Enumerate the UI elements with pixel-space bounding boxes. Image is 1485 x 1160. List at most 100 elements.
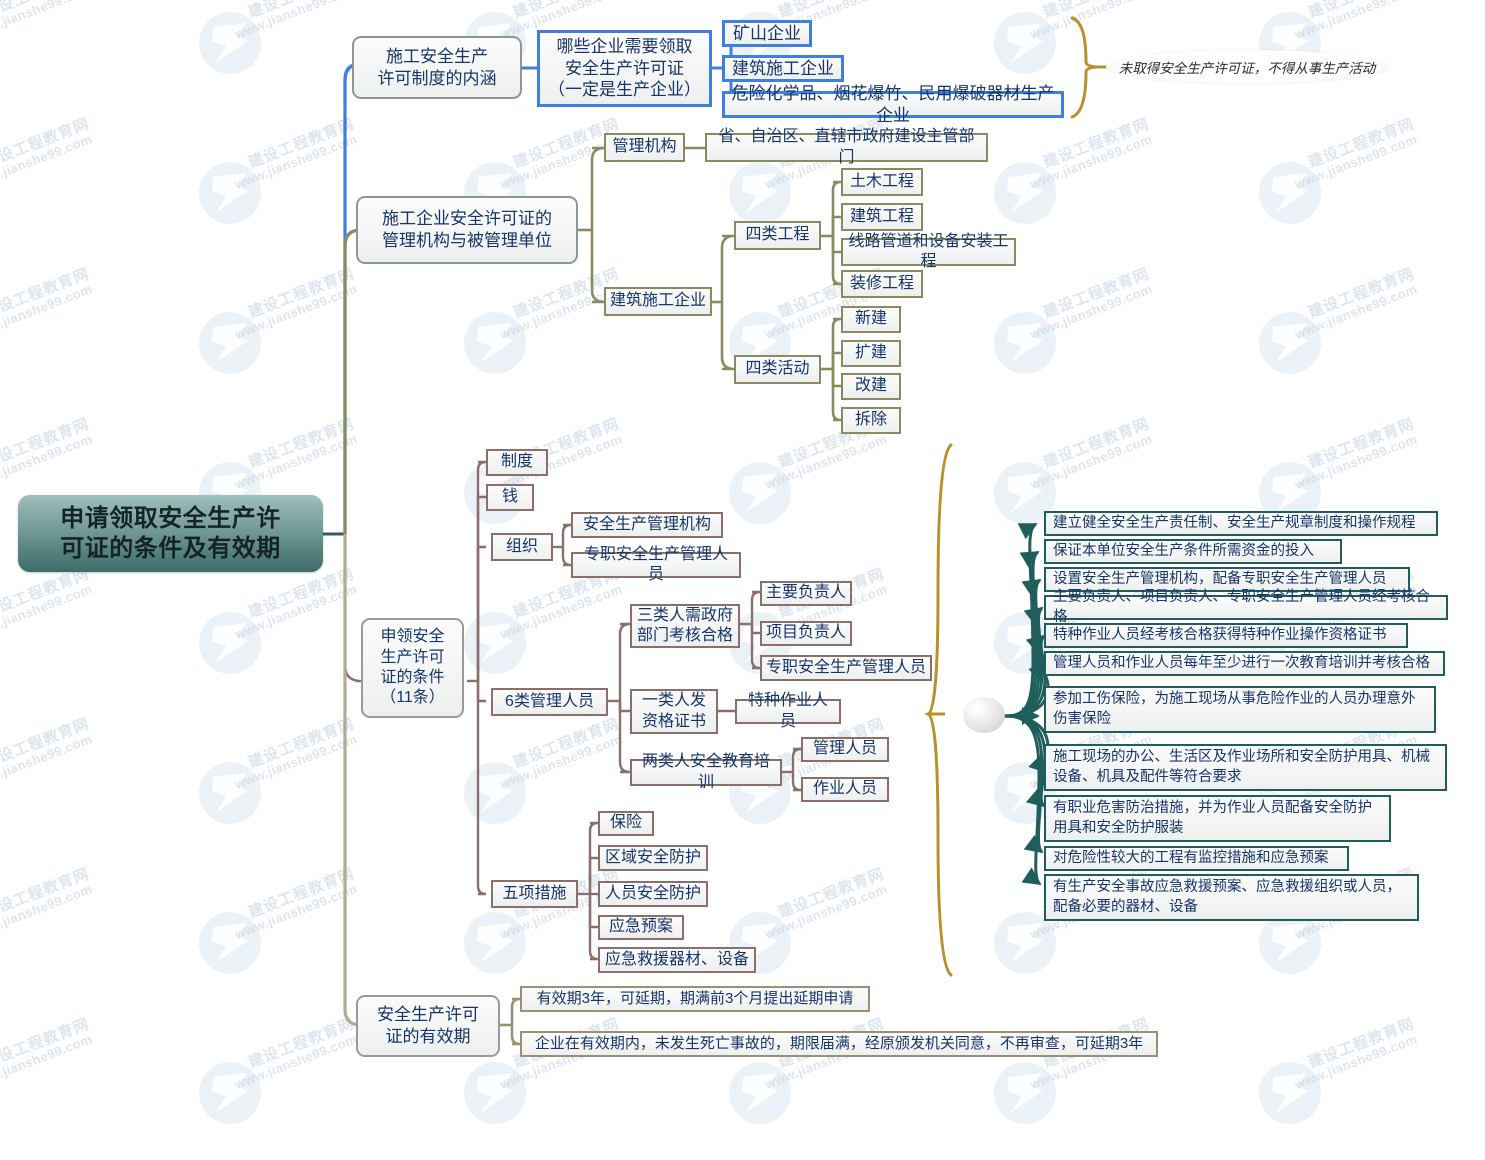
branch1-enterprise-0[interactable]: 矿山企业 (722, 20, 812, 47)
branch3-org-child-0-label: 安全生产管理机构 (582, 515, 711, 533)
branch3-org-child-1[interactable]: 专职安全生产管理人员 (571, 546, 741, 583)
branch2-project-0-label: 土木工程 (849, 172, 914, 190)
branch3-org-child-1-label: 专职安全生产管理人员 (583, 545, 728, 583)
branch2-four-projects-node[interactable]: 四类工程 (734, 221, 821, 250)
conditions-hub (963, 697, 1005, 733)
condition-3-label: 主要负责人、项目负责人、专职安全生产管理人员经考核合格 (1053, 589, 1430, 625)
branch3-mgmt-g0-child-1[interactable]: 项目负责人 (760, 621, 852, 646)
condition-9-label: 对危险性较大的工程有监控措施和应急预案 (1053, 849, 1329, 866)
condition-8[interactable]: 有职业危害防治措施，并为作业人员配备安全防护用具和安全防护服装 (1044, 795, 1391, 842)
branch3-mgmt-group-1-label: 一类人发 资格证书 (641, 692, 706, 730)
branch3-mgmt-g2-child-1-label: 作业人员 (812, 780, 877, 798)
condition-4-label: 特种作业人员经考核合格获得特种作业操作资格证书 (1053, 626, 1387, 643)
condition-5[interactable]: 管理人员和作业人员每年至少进行一次教育培训并考核合格 (1044, 651, 1445, 676)
branch2-project-1[interactable]: 建筑工程 (841, 203, 923, 231)
branch2-enterprise-node[interactable]: 建筑施工企业 (604, 287, 712, 316)
root-title: 申请领取安全生产许 可证的条件及有效期 (60, 505, 281, 562)
branch2-enterprise-label: 建筑施工企业 (610, 292, 707, 310)
branch3-mgmt-g0-child-2[interactable]: 专职安全生产管理人员 (760, 655, 932, 681)
branch3-measure-2-label: 人员安全防护 (604, 884, 701, 902)
branch1-enterprise-2[interactable]: 危险化学品、烟花爆竹、民用爆破器材生产企业 (722, 84, 1064, 125)
branch2-project-3-label: 装修工程 (849, 274, 914, 292)
branch2-admin-value: 省、自治区、直辖市政府建设主管部门 (718, 128, 975, 166)
branch1-question: 哪些企业需要领取 安全生产许可证 （一定是生产企业） (548, 36, 701, 100)
condition-1[interactable]: 保证本单位安全生产条件所需资金的投入 (1044, 539, 1342, 564)
branch2-activity-0[interactable]: 新建 (841, 306, 901, 333)
branch2-project-2[interactable]: 线路管道和设备安装工程 (841, 233, 1016, 270)
branch3-item-2[interactable]: 组织 (491, 533, 553, 561)
branch3-mgmt-group-0[interactable]: 三类人需政府 部门考核合格 (630, 604, 740, 648)
branch1-enterprise-1-label: 建筑施工企业 (732, 58, 834, 78)
branch3-item-3-label: 6类管理人员 (505, 692, 594, 710)
branch2-admin-node[interactable]: 管理机构 (604, 133, 685, 162)
branch2-activity-0-label: 新建 (854, 310, 887, 328)
branch1-annotation: 未取得安全生产许可证，不得从事生产活动 (1106, 50, 1388, 84)
branch2-four-projects-label: 四类工程 (745, 226, 810, 244)
branch2-project-0[interactable]: 土木工程 (841, 168, 923, 196)
condition-7-label: 施工现场的办公、生活区及作业场所和安全防护用具、机械设备、机具及配件等符合要求 (1053, 749, 1430, 785)
condition-2[interactable]: 设置安全生产管理机构，配备专职安全生产管理人员 (1044, 567, 1410, 592)
branch3-measure-0[interactable]: 保险 (598, 811, 654, 836)
branch2-title-node[interactable]: 施工企业安全许可证的 管理机构与被管理单位 (356, 196, 578, 264)
branch2-admin-value-node[interactable]: 省、自治区、直辖市政府建设主管部门 (705, 128, 988, 166)
branch3-mgmt-group-2[interactable]: 两类人安全教育培训 (630, 753, 782, 791)
branch1-title: 施工安全生产 许可制度的内涵 (377, 46, 497, 88)
branch3-title: 申领安全 生产许可 证的条件 （11条） (380, 628, 445, 707)
branch4-title: 安全生产许可 证的有效期 (377, 1005, 479, 1046)
branch3-mgmt-g1-child-0-label: 特种作业人员 (747, 692, 828, 730)
condition-10[interactable]: 有生产安全事故应急救援预案、应急救援组织或人员，配备必要的器材、设备 (1044, 874, 1419, 921)
condition-10-label: 有生产安全事故应急救援预案、应急救援组织或人员，配备必要的器材、设备 (1053, 879, 1401, 915)
condition-9[interactable]: 对危险性较大的工程有监控措施和应急预案 (1044, 846, 1349, 871)
branch3-item-2-label: 组织 (505, 537, 538, 555)
branch2-activity-1[interactable]: 扩建 (841, 340, 901, 367)
branch2-activity-3[interactable]: 拆除 (841, 407, 901, 434)
branch1-enterprise-2-label: 危险化学品、烟花爆竹、民用爆破器材生产企业 (731, 83, 1055, 125)
branch3-item-3[interactable]: 6类管理人员 (491, 688, 608, 716)
branch3-mgmt-group-0-label: 三类人需政府 部门考核合格 (636, 606, 733, 644)
branch3-org-child-0[interactable]: 安全生产管理机构 (571, 512, 723, 538)
branch3-item-1-label: 钱 (501, 488, 518, 506)
branch3-mgmt-group-1[interactable]: 一类人发 资格证书 (630, 689, 718, 734)
branch3-measure-0-label: 保险 (609, 814, 642, 832)
condition-1-label: 保证本单位安全生产条件所需资金的投入 (1053, 542, 1314, 559)
branch3-mgmt-g2-child-0[interactable]: 管理人员 (801, 737, 889, 762)
branch2-activity-2[interactable]: 改建 (841, 373, 901, 400)
branch3-mgmt-g0-child-2-label: 专职安全生产管理人员 (766, 658, 927, 676)
branch3-item-0-label: 制度 (500, 453, 533, 471)
branch2-project-3[interactable]: 装修工程 (841, 270, 923, 298)
branch4-title-node[interactable]: 安全生产许可 证的有效期 (356, 995, 500, 1057)
branch3-title-node[interactable]: 申领安全 生产许可 证的条件 （11条） (361, 618, 464, 718)
root-node[interactable]: 申请领取安全生产许 可证的条件及有效期 (18, 495, 323, 572)
branch2-four-activities-node[interactable]: 四类活动 (734, 355, 821, 384)
branch3-mgmt-g1-child-0[interactable]: 特种作业人员 (735, 692, 841, 730)
condition-6[interactable]: 参加工伤保险，为施工现场从事危险作业的人员办理意外伤害保险 (1044, 686, 1436, 733)
branch1-annotation-text: 未取得安全生产许可证，不得从事生产活动 (1118, 61, 1376, 76)
condition-6-label: 参加工伤保险，为施工现场从事危险作业的人员办理意外伤害保险 (1053, 691, 1416, 727)
branch1-title-node[interactable]: 施工安全生产 许可制度的内涵 (352, 36, 522, 99)
branch3-item-0[interactable]: 制度 (486, 449, 548, 476)
branch3-measure-3[interactable]: 应急预案 (598, 915, 684, 940)
branch4-item-0[interactable]: 有效期3年，可延期，期满前3个月提出延期申请 (520, 986, 870, 1012)
condition-0[interactable]: 建立健全安全生产责任制、安全生产规章制度和操作规程 (1044, 511, 1438, 536)
branch3-measure-4[interactable]: 应急救援器材、设备 (598, 947, 756, 973)
branch3-item-4[interactable]: 五项措施 (491, 880, 578, 908)
branch1-enterprise-0-label: 矿山企业 (733, 23, 801, 43)
branch3-item-1[interactable]: 钱 (486, 484, 534, 511)
condition-4[interactable]: 特种作业人员经考核合格获得特种作业操作资格证书 (1044, 623, 1408, 648)
branch3-measure-1[interactable]: 区域安全防护 (598, 845, 708, 871)
branch3-mgmt-group-2-label: 两类人安全教育培训 (641, 753, 770, 791)
branch2-activity-1-label: 扩建 (854, 344, 887, 362)
condition-2-label: 设置安全生产管理机构，配备专职安全生产管理人员 (1053, 570, 1387, 587)
branch1-enterprise-1[interactable]: 建筑施工企业 (722, 55, 844, 82)
branch4-item-1[interactable]: 企业在有效期内，未发生死亡事故的，期限届满，经原颁发机关同意，不再审查，可延期3… (520, 1031, 1158, 1057)
branch2-project-2-label: 线路管道和设备安装工程 (848, 232, 1009, 270)
condition-7[interactable]: 施工现场的办公、生活区及作业场所和安全防护用具、机械设备、机具及配件等符合要求 (1044, 744, 1447, 791)
branch1-question-node[interactable]: 哪些企业需要领取 安全生产许可证 （一定是生产企业） (537, 30, 712, 107)
condition-0-label: 建立健全安全生产责任制、安全生产规章制度和操作规程 (1053, 514, 1416, 531)
branch3-mgmt-g2-child-1[interactable]: 作业人员 (801, 777, 889, 802)
condition-3[interactable]: 主要负责人、项目负责人、专职安全生产管理人员经考核合格 (1044, 589, 1448, 625)
branch3-mgmt-g0-child-0[interactable]: 主要负责人 (760, 581, 852, 606)
branch3-measure-2[interactable]: 人员安全防护 (598, 881, 708, 907)
branch2-activity-2-label: 改建 (854, 377, 887, 395)
branch2-four-activities-label: 四类活动 (745, 360, 810, 378)
